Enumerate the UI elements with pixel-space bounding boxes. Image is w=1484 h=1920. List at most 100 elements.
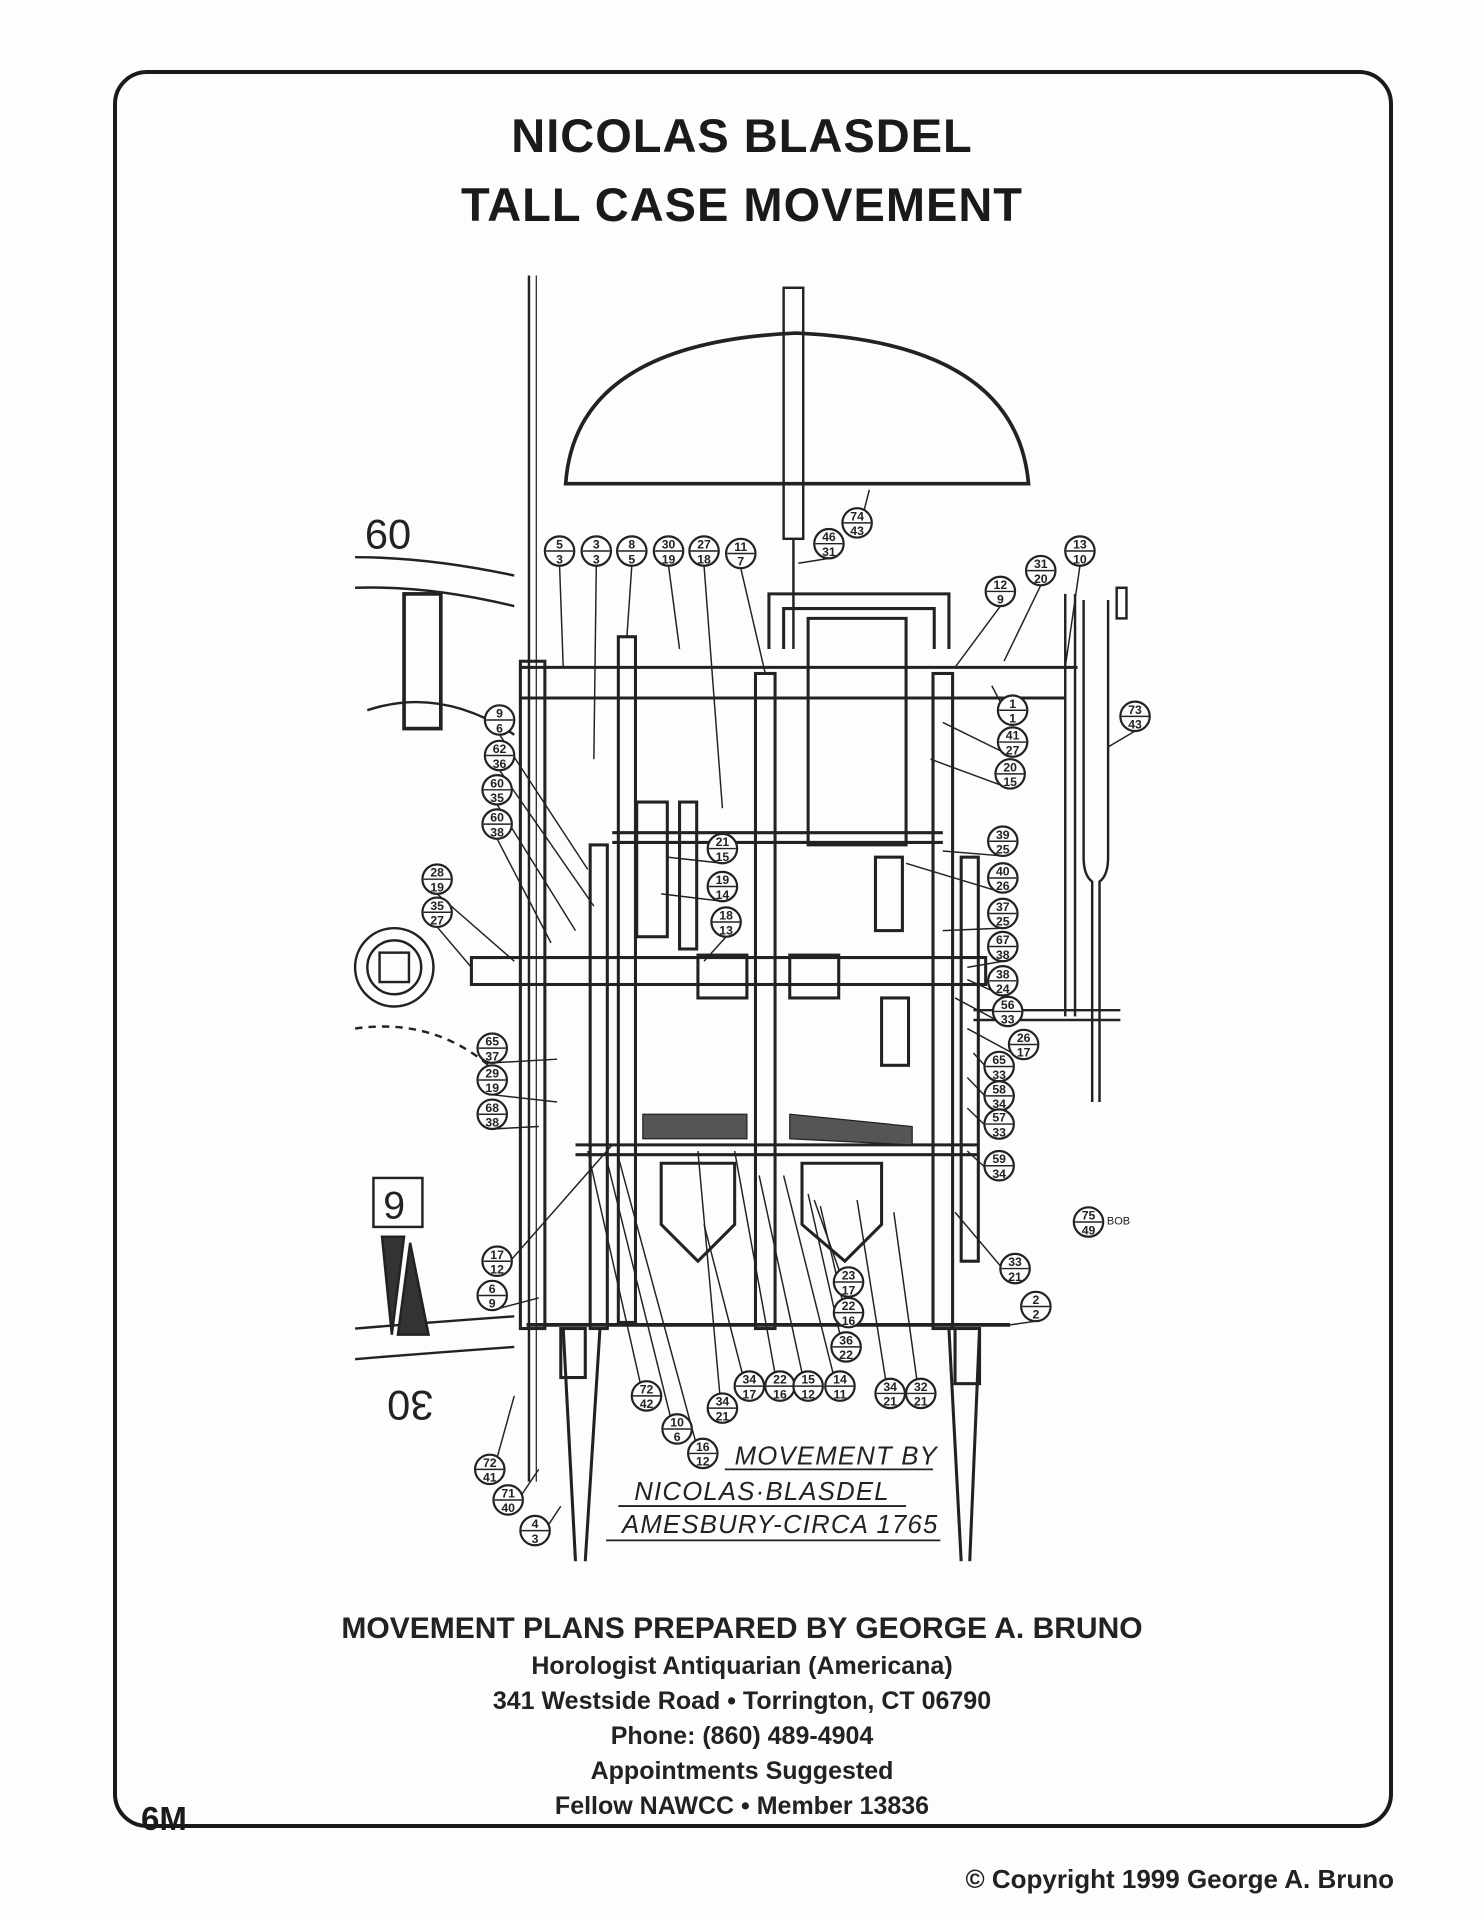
label-denominator: 6 (674, 1430, 681, 1444)
label-denominator: 31 (822, 545, 836, 559)
label-numerator: 8 (628, 538, 635, 552)
leader-line (667, 565, 681, 650)
label-denominator: 34 (992, 1167, 1006, 1181)
phone: Phone: (860) 489-4904 (610, 1722, 874, 1750)
label-numerator: 60 (490, 776, 504, 790)
label-denominator: 17 (842, 1283, 856, 1297)
label-numerator: 35 (430, 899, 444, 913)
leader-line (697, 1150, 724, 1423)
label-numerator: 30 (662, 538, 676, 552)
leader-line (593, 565, 598, 760)
inscription-line-3: AMESBURY-CIRCA 1765 (620, 1511, 939, 1539)
label-numerator: 34 (743, 1373, 757, 1387)
leader-line (1064, 565, 1081, 668)
label-numerator: 34 (716, 1395, 730, 1409)
label-numerator: 56 (1001, 998, 1015, 1012)
label-denominator: 15 (716, 850, 730, 864)
part-label: 129 (984, 575, 1017, 608)
inscription-line-1: MOVEMENT BY (735, 1442, 939, 1470)
label-denominator: 21 (1008, 1270, 1022, 1284)
label-denominator: 21 (914, 1395, 928, 1409)
leader-line (856, 1199, 891, 1409)
label-numerator: 65 (485, 1035, 499, 1049)
label-numerator: 32 (914, 1380, 928, 1394)
label-denominator: 19 (430, 880, 444, 894)
label-numerator: 38 (996, 967, 1010, 981)
label-denominator: 43 (850, 524, 864, 538)
label-denominator: 36 (493, 757, 507, 771)
label-numerator: 26 (1017, 1031, 1031, 1045)
label-numerator: 59 (992, 1152, 1006, 1166)
label-numerator: 16 (696, 1440, 710, 1454)
address: 341 Westside Road • Torrington, CT 06790 (492, 1687, 992, 1715)
movement-frame (469, 592, 1078, 1562)
label-denominator: 17 (743, 1387, 757, 1401)
page-border (113, 70, 1393, 1828)
label-numerator: 41 (1006, 729, 1020, 743)
leader-line (558, 565, 564, 668)
leader-line (667, 856, 723, 865)
label-numerator: 36 (839, 1333, 853, 1347)
label-numerator: 10 (670, 1416, 684, 1430)
label-denominator: 11 (833, 1387, 846, 1401)
label-numerator: 23 (842, 1269, 856, 1283)
label-denominator: 6 (496, 721, 503, 735)
part-label: 69 (476, 1279, 509, 1312)
label-numerator: 28 (430, 866, 444, 880)
label-numerator: 15 (801, 1373, 815, 1387)
label-numerator: 19 (716, 873, 730, 887)
part-label: 106 (661, 1413, 693, 1445)
label-numerator: 71 (501, 1487, 515, 1501)
label-numerator: 68 (485, 1101, 499, 1115)
label-numerator: 29 (485, 1067, 499, 1081)
dial-fragment (353, 555, 515, 1361)
leader-line (942, 850, 1003, 857)
leader-line (617, 1156, 704, 1469)
label-numerator: 18 (719, 909, 733, 923)
label-numerator: 57 (992, 1111, 1006, 1125)
leader-line (492, 1125, 539, 1130)
leader-line (893, 1212, 922, 1409)
author-role: Horologist Antiquarian (Americana) (531, 1652, 953, 1680)
label-numerator: 75 (1082, 1209, 1096, 1223)
leader-line (798, 557, 830, 565)
label-denominator: 33 (992, 1068, 1006, 1082)
label-denominator: 33 (1001, 1013, 1015, 1027)
part-label: 117 (724, 537, 757, 570)
label-denominator: 25 (996, 842, 1010, 856)
label-denominator: 25 (996, 915, 1010, 929)
bell (563, 331, 1031, 486)
page-code: 6M (141, 1800, 187, 1837)
label-denominator: 12 (490, 1262, 504, 1276)
label-numerator: 34 (883, 1380, 897, 1394)
leader-line (1107, 730, 1136, 748)
label-denominator: 40 (501, 1501, 515, 1515)
leader-line (498, 769, 595, 907)
label-denominator: 3 (593, 552, 600, 566)
label-numerator: 2 (1032, 1293, 1039, 1307)
label-numerator: 39 (996, 828, 1010, 842)
label-numerator: 22 (842, 1299, 856, 1313)
label-numerator: 22 (773, 1373, 787, 1387)
label-numerator: 13 (1073, 538, 1087, 552)
label-denominator: 27 (430, 913, 444, 927)
label-denominator: 24 (996, 982, 1010, 996)
part-label: 33 (580, 535, 613, 567)
